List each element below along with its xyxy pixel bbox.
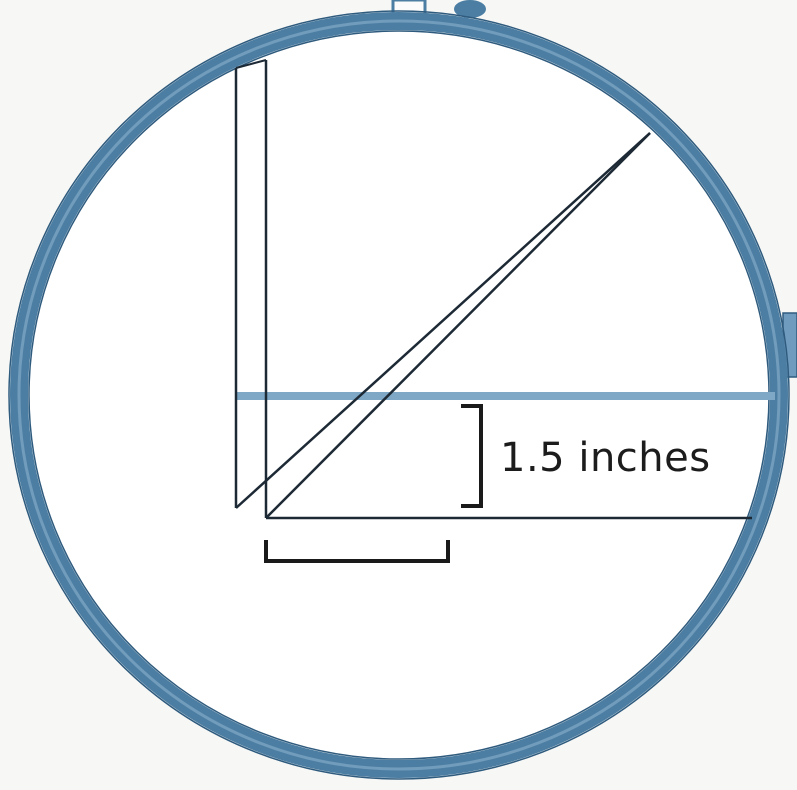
measurement-label: 1.5 inches	[500, 435, 711, 481]
